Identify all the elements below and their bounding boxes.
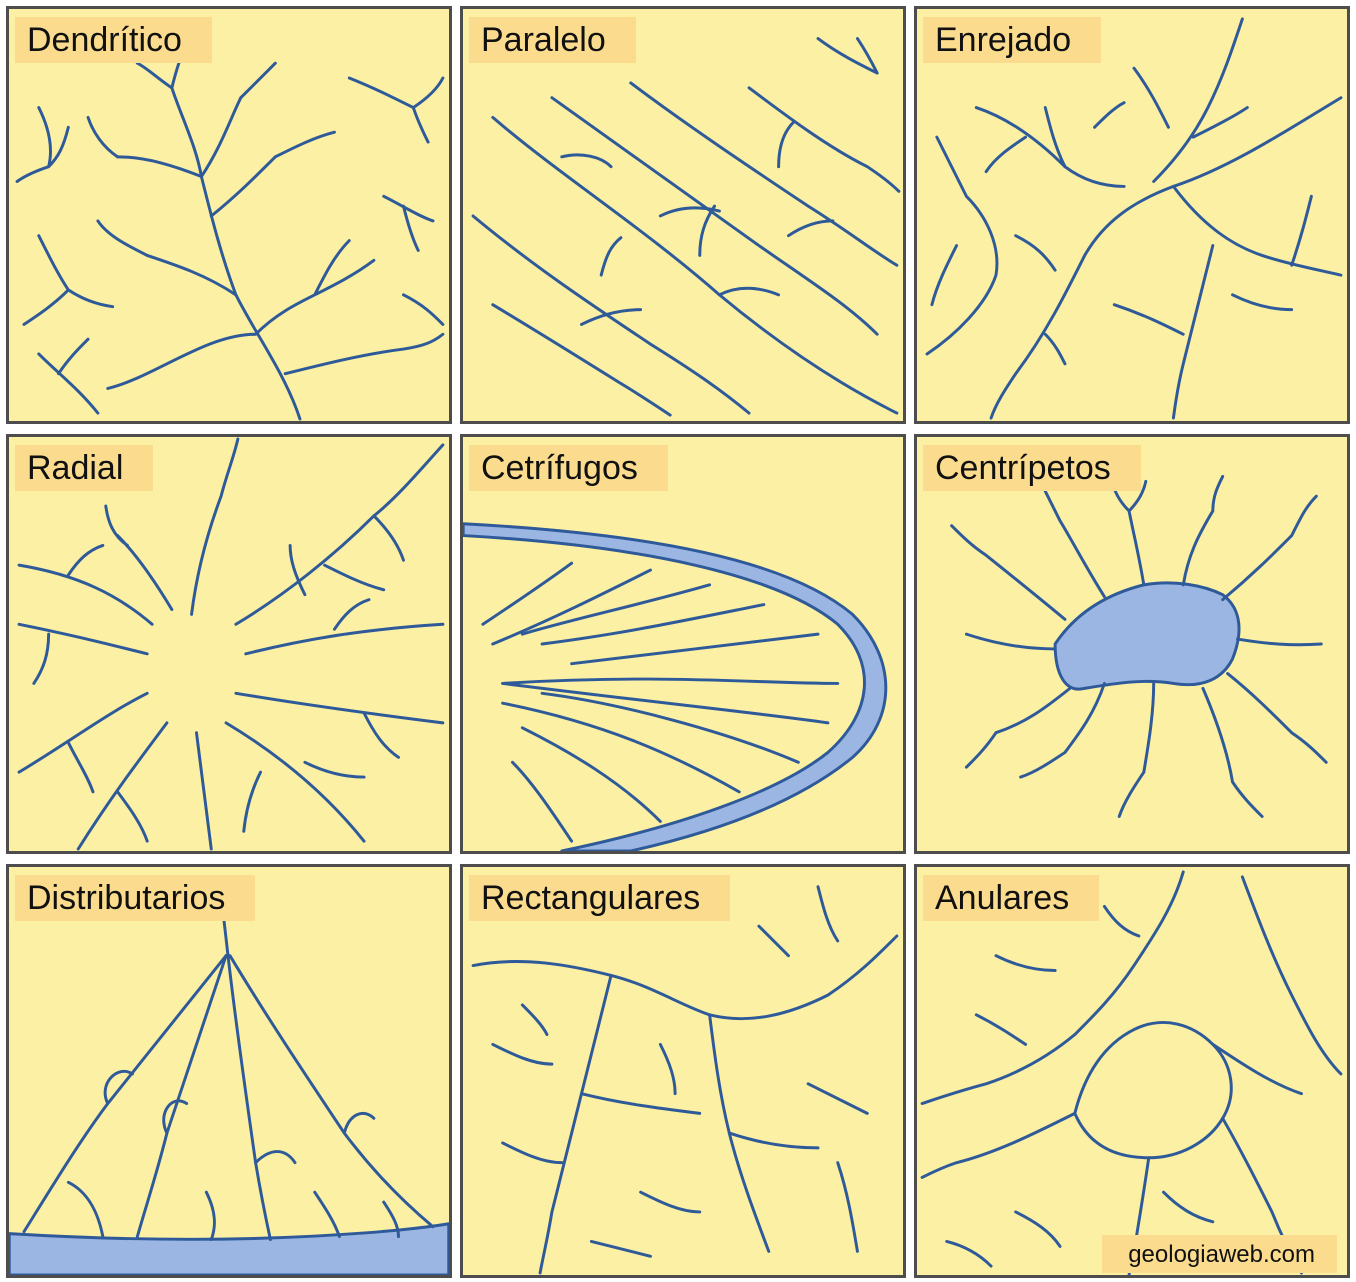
panel-label-enrejado: Enrejado (923, 17, 1101, 63)
annular-drainage-drawing (917, 867, 1347, 1275)
panel-label-distributarios: Distributarios (15, 875, 255, 921)
distributary-drainage-drawing (9, 867, 449, 1275)
dendritic-drainage-drawing (9, 9, 449, 421)
panel-rectangulares: Rectangulares (460, 864, 906, 1278)
panel-paralelo: Paralelo (460, 6, 906, 424)
panel-label-rectangulares: Rectangulares (469, 875, 730, 921)
radial-drainage-drawing (9, 437, 449, 851)
trellis-drainage-drawing (917, 9, 1347, 421)
panel-distributarios: Distributarios (6, 864, 452, 1278)
panel-label-radial: Radial (15, 445, 153, 491)
panel-radial: Radial (6, 434, 452, 854)
panel-centripetos: Centrípetos (914, 434, 1350, 854)
centrifugal-drainage-drawing (463, 437, 903, 851)
panel-label-dendritico: Dendrítico (15, 17, 212, 63)
parallel-drainage-drawing (463, 9, 903, 421)
source-credit: geologiaweb.com (1102, 1235, 1337, 1273)
panel-anulares: Anulares geologiaweb.com (914, 864, 1350, 1278)
panel-centrifugos: Cetrífugos (460, 434, 906, 854)
panel-label-centrifugos: Cetrífugos (469, 445, 668, 491)
panel-dendritico: Dendrítico (6, 6, 452, 424)
centripetal-drainage-drawing (917, 437, 1347, 851)
panel-label-anulares: Anulares (923, 875, 1099, 921)
panel-label-paralelo: Paralelo (469, 17, 636, 63)
panel-label-centripetos: Centrípetos (923, 445, 1141, 491)
rectangular-drainage-drawing (463, 867, 903, 1275)
panel-enrejado: Enrejado (914, 6, 1350, 424)
